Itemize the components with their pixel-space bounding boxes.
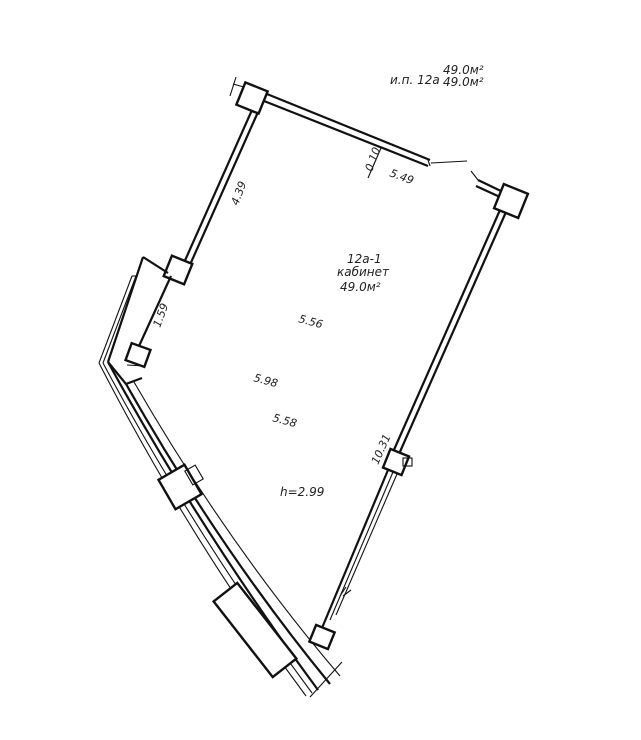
dim-interior-1: 5.56 [297,312,324,331]
column-left-low [123,341,153,369]
column-top-left [234,80,270,116]
top-wall [258,90,504,198]
dimension-tick [309,661,343,698]
room-area: 49.0м² [340,280,381,294]
column-facade-1 [156,463,204,511]
column-right-bottom [307,623,337,651]
dim-interior-3: 5.58 [271,411,298,430]
column-right-top [492,182,530,220]
room-name: кабинет [337,265,390,279]
dim-left-upper-wall: 4.39 [229,180,250,207]
dim-left-small-wall: 1.59 [151,302,172,329]
unit-label: и.п. 12а [390,73,440,87]
column-facade-2 [211,581,299,679]
dimension-tick [229,76,237,97]
wall-thickness-marker [367,147,382,179]
room-id: 12а-1 [347,252,382,266]
dim-interior-2: 5.98 [252,371,279,390]
area-total: 49.0м² [443,63,484,77]
left-upper-wall [181,109,260,268]
left-small-wall [98,256,173,364]
area-living: 49.0м² [443,75,484,89]
dim-top-wall: 5.49 [388,167,415,188]
curved-facade [98,361,341,697]
room-height: h=2.99 [280,485,324,499]
dim-wall-thickness: 0.10 [363,146,384,173]
